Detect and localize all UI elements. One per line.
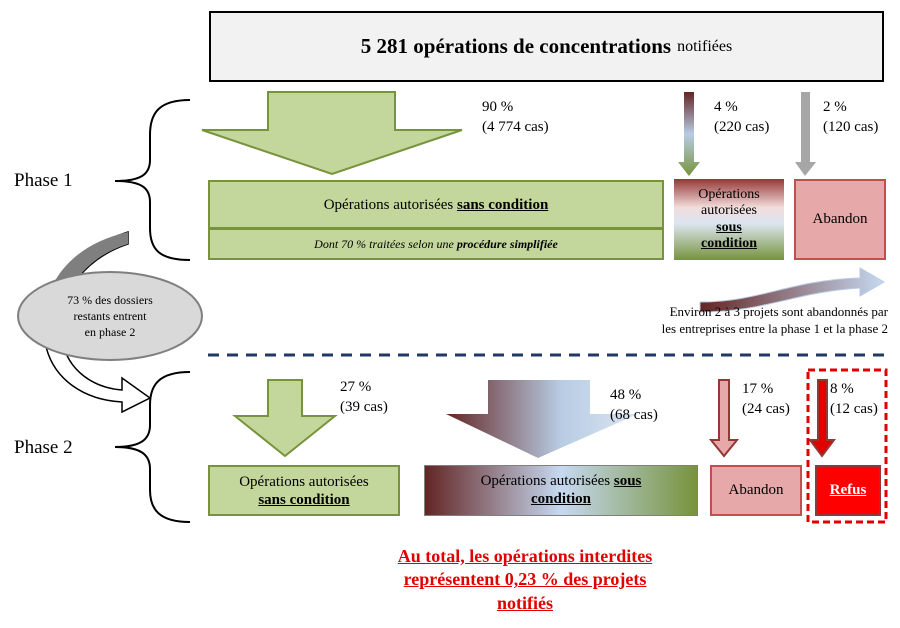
conclusion-line1: Au total, les opérations interdites <box>397 546 653 566</box>
conclusion-text: Au total, les opérations interdites repr… <box>330 545 720 615</box>
conclusion-line3: notifiés <box>497 592 553 613</box>
phase2-box-refus: Refus <box>815 465 881 516</box>
phase1-main-pct: 90 % <box>482 99 514 115</box>
phase1-box-abandon: Abandon <box>794 179 886 260</box>
phase1-abandon-arrow <box>795 92 816 176</box>
phase2-c-pct: 17 % <box>742 381 774 397</box>
phase2-box-sous-condition-bold1: sous <box>613 473 642 490</box>
between-phase-abandon-arrow <box>699 267 885 313</box>
transition-ellipse-text: 73 % des dossiers restants entrent en ph… <box>38 292 182 341</box>
conclusion-line2: représentent 0,23 % des projets <box>403 569 647 590</box>
transition-ellipse <box>17 271 203 361</box>
phase2-arrow-abandon <box>708 379 740 458</box>
phase1-cond-cases: (220 cas) <box>714 118 770 135</box>
phase2-c-cases: (24 cas) <box>742 400 790 417</box>
phase1-aband-pct-block: 2 % (120 cas) <box>823 98 878 137</box>
phase1-cond-arrow <box>678 92 700 176</box>
phase1-aband-cases: (120 cas) <box>823 118 879 135</box>
phase1-box-simplified-bold: procédure simplifiée <box>456 236 558 251</box>
phase2-a-pct-block: 27 % (39 cas) <box>340 378 388 417</box>
phase1-aband-pct: 2 % <box>823 99 847 115</box>
phase2-arrow-sans-condition <box>232 379 338 458</box>
between-phase-abandon-note: Environ 2 à 3 projets sont abandonnés pa… <box>604 304 888 338</box>
phase2-box-sous-condition-bold2: condition <box>530 490 591 507</box>
phase2-b-cases: (68 cas) <box>610 406 658 423</box>
phase2-d-cases: (12 cas) <box>830 400 878 417</box>
phase2-a-pct: 27 % <box>340 379 372 395</box>
between-phase-abandon-note-line2: les entreprises entre la phase 1 et la p… <box>661 320 888 336</box>
header-total-box: 5 281 opérations de concentrations notif… <box>209 11 884 82</box>
phase1-brace <box>114 99 191 261</box>
phase1-label: Phase 1 <box>14 170 73 191</box>
between-phase-abandon-note-line1: Environ 2 à 3 projets sont abandonnés pa… <box>669 304 888 319</box>
phase1-box-sous-condition: Opérations autorisées sous condition <box>674 179 784 260</box>
phase2-arrow-sous-condition <box>446 380 638 458</box>
phase2-d-pct: 8 % <box>830 381 854 397</box>
header-small-text: notifiées <box>677 37 733 55</box>
phase1-cond-pct: 4 % <box>714 99 738 115</box>
phase2-box-sans-condition: Opérations autorisées sans condition <box>208 465 400 516</box>
phase2-c-pct-block: 17 % (24 cas) <box>742 380 790 419</box>
phase2-b-pct: 48 % <box>610 387 642 403</box>
refus-highlight-frame <box>806 368 888 524</box>
phase2-d-pct-block: 8 % (12 cas) <box>830 380 878 419</box>
phase1-box-sous-condition-bold1: sous <box>716 219 742 235</box>
transition-ellipse-line3: en phase 2 <box>84 325 136 340</box>
phase1-cond-pct-block: 4 % (220 cas) <box>714 98 769 137</box>
phase1-box-sans-condition: Opérations autorisées sans condition <box>208 180 664 229</box>
phase1-box-sans-condition-bold: sans condition <box>457 196 549 213</box>
phase1-main-pct-block: 90 % (4 774 cas) <box>482 98 549 137</box>
phase2-box-abandon: Abandon <box>710 465 802 516</box>
header-bold-text: 5 281 opérations de concentrations <box>360 34 672 58</box>
phase2-box-sous-condition-prefix: Opérations autorisées <box>480 473 611 490</box>
phase2-a-cases: (39 cas) <box>340 398 388 415</box>
transition-ellipse-line2: restants entrent <box>73 309 147 324</box>
phase2-brace <box>114 371 191 523</box>
phase2-box-sous-condition: Opérations autorisées sous condition <box>424 465 698 516</box>
phase2-box-sans-condition-prefix: Opérations autorisées <box>239 473 369 490</box>
phase2-box-sans-condition-bold: sans condition <box>258 491 350 508</box>
phase1-box-sans-condition-prefix: Opérations autorisées <box>323 196 454 213</box>
phase2-arrow-refus <box>808 379 836 458</box>
phase2-label: Phase 2 <box>14 437 73 458</box>
phase1-box-simplified-prefix: Dont 70 % traitées selon une <box>314 236 454 251</box>
transition-ellipse-line1: 73 % des dossiers <box>67 293 153 307</box>
phase1-box-simplified: Dont 70 % traitées selon une procédure s… <box>208 228 664 260</box>
phase2-b-pct-block: 48 % (68 cas) <box>610 386 658 425</box>
phase1-main-cases: (4 774 cas) <box>482 118 549 135</box>
phase1-box-sous-condition-prefix: Opérations autorisées <box>698 187 760 219</box>
phase1-box-sous-condition-bold2: condition <box>700 235 757 251</box>
phase1-main-arrow <box>201 91 463 176</box>
